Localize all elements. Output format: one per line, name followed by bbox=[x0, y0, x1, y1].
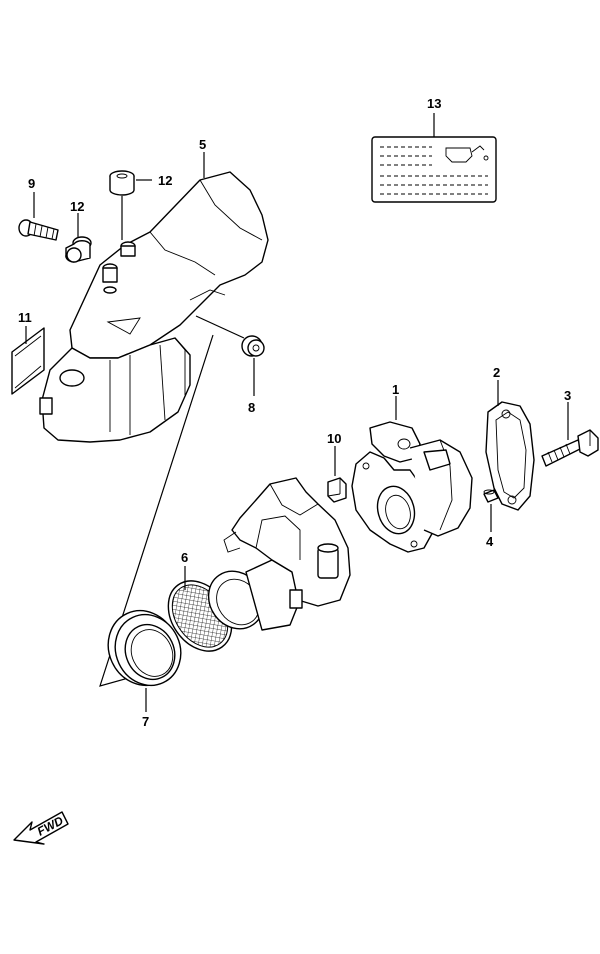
callout-12-lower: 12 bbox=[70, 199, 84, 214]
part-7-seal-ring bbox=[107, 609, 182, 687]
part-4-pin bbox=[483, 489, 499, 503]
throttle-body bbox=[207, 477, 351, 631]
part-12-grommet-lower bbox=[65, 236, 92, 263]
part-3-bolt bbox=[541, 429, 599, 467]
callout-3: 3 bbox=[564, 388, 571, 403]
part-5-silencer-case bbox=[39, 337, 191, 443]
assembly-guide-line bbox=[99, 334, 214, 687]
part-1-manifold bbox=[351, 421, 473, 553]
part-9-screw bbox=[18, 219, 59, 241]
callout-13: 13 bbox=[427, 96, 441, 111]
callout-11: 11 bbox=[18, 310, 32, 325]
callout-7: 7 bbox=[142, 714, 149, 729]
fwd-arrow-icon: FWD bbox=[13, 811, 69, 845]
part-8-grommet bbox=[241, 335, 265, 357]
part-12-grommet-upper bbox=[109, 170, 135, 196]
callout-5: 5 bbox=[199, 137, 206, 152]
part-11-strip bbox=[11, 327, 45, 395]
leader-8-connector bbox=[195, 315, 245, 339]
callout-12-upper: 12 bbox=[158, 173, 172, 188]
callout-6: 6 bbox=[181, 550, 188, 565]
callout-8: 8 bbox=[248, 400, 255, 415]
callout-2: 2 bbox=[493, 365, 500, 380]
part-13-label-plate bbox=[371, 136, 497, 203]
callout-10: 10 bbox=[327, 431, 341, 446]
part-2-gasket bbox=[485, 401, 535, 511]
part-10-nut bbox=[327, 477, 347, 503]
part-5-silencer bbox=[69, 171, 269, 359]
callout-9: 9 bbox=[28, 176, 35, 191]
callout-4: 4 bbox=[486, 534, 494, 549]
callout-1: 1 bbox=[392, 382, 399, 397]
